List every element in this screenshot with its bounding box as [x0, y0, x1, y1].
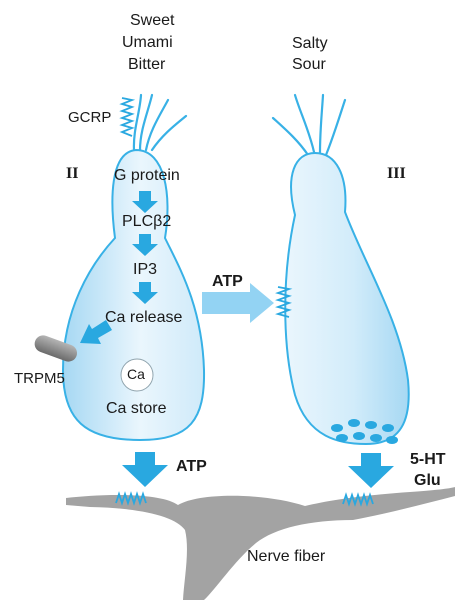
left-cell-microvilli [132, 93, 188, 152]
ca-store-vesicle [120, 358, 154, 392]
ca-symbol: Ca [127, 366, 145, 382]
right-taste-cell [284, 151, 410, 446]
taste-salty-label: Salty [292, 35, 328, 52]
cascade-arrows [132, 191, 158, 304]
left-taste-cell [61, 148, 206, 442]
atp-between-label: ATP [212, 273, 243, 290]
serotonin-label: 5-HT [410, 451, 446, 468]
right-cell-microvilli [271, 93, 347, 157]
nerve-fiber-label: Nerve fiber [247, 548, 326, 565]
g-protein-label: G protein [114, 167, 180, 184]
right-nerve-receptor [342, 492, 374, 507]
ca-release-label: Ca release [105, 309, 183, 326]
left-nerve-receptor [115, 491, 147, 506]
vesicles [331, 419, 398, 444]
right-output-arrow [348, 453, 394, 488]
trpm5-label: TRPM5 [14, 370, 65, 387]
taste-bitter-label: Bitter [128, 56, 166, 73]
plc-b2-label: PLCβ2 [122, 213, 172, 230]
trpm5-channel [34, 335, 78, 362]
taste-sour-label: Sour [292, 56, 326, 73]
atp-receptor [275, 286, 293, 318]
atp-cell-to-cell-arrow [202, 283, 274, 323]
taste-sweet-label: Sweet [130, 12, 175, 29]
left-output-arrow [122, 452, 168, 487]
ca-store-label: Ca store [106, 400, 167, 417]
ca-to-trpm5-arrow [80, 320, 112, 344]
gcrp-label: GCRP [68, 109, 112, 126]
glutamate-label: Glu [414, 472, 441, 489]
taste-umami-label: Umami [122, 34, 173, 51]
gcrp-receptor [119, 97, 136, 137]
cell-ii-label: II [66, 165, 79, 182]
ip3-label: IP3 [133, 261, 158, 278]
cell-iii-label: III [387, 165, 406, 182]
atp-output-label: ATP [176, 458, 207, 475]
nerve-fiber [66, 487, 455, 600]
